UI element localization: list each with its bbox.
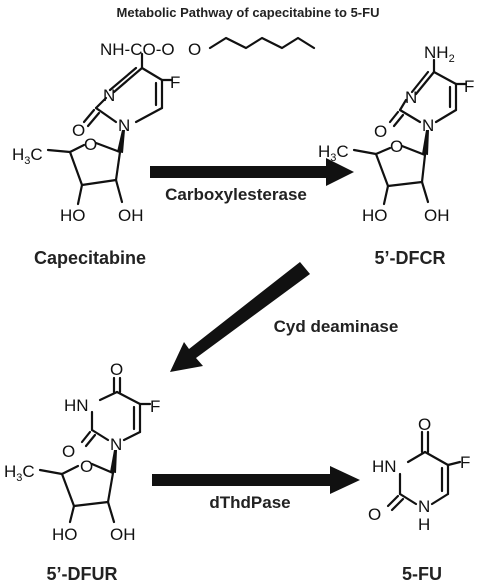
svg-text:OH: OH	[424, 206, 450, 225]
arrow-dthdpase	[152, 466, 360, 494]
carbamate-label: NH-CO-O	[100, 40, 175, 59]
diagram-title: Metabolic Pathway of capecitabine to 5-F…	[117, 5, 380, 20]
svg-text:O: O	[390, 137, 403, 156]
svg-text:N: N	[110, 435, 122, 454]
capecitabine-structure	[46, 36, 316, 206]
svg-text:H: H	[418, 515, 430, 534]
compound-dfur-label: 5’-DFUR	[47, 564, 118, 584]
svg-text:F: F	[460, 453, 470, 472]
svg-text:O: O	[110, 360, 123, 379]
svg-text:N: N	[103, 86, 115, 105]
svg-text:N: N	[118, 116, 130, 135]
arrow-carboxylesterase	[150, 158, 354, 186]
svg-text:N: N	[422, 116, 434, 135]
svg-text:H3C: H3C	[4, 462, 35, 484]
compound-fu-label: 5-FU	[402, 564, 442, 584]
fu-structure	[386, 430, 462, 512]
svg-text:O: O	[84, 135, 97, 154]
svg-text:F: F	[170, 73, 180, 92]
svg-text:H3C: H3C	[12, 145, 43, 167]
svg-text:OH: OH	[110, 525, 136, 544]
svg-text:O: O	[188, 40, 201, 59]
svg-text:NH2: NH2	[424, 43, 455, 65]
svg-text:N: N	[418, 497, 430, 516]
svg-text:O: O	[62, 442, 75, 461]
svg-text:HO: HO	[362, 206, 388, 225]
dfur-structure	[38, 376, 152, 524]
svg-text:HN: HN	[64, 396, 89, 415]
dfcr-structure	[352, 58, 468, 206]
svg-text:N: N	[405, 88, 417, 107]
enzyme-dthdpase-label: dThdPase	[209, 493, 290, 512]
svg-text:O: O	[72, 121, 85, 140]
svg-text:O: O	[374, 122, 387, 141]
svg-text:O: O	[418, 415, 431, 434]
compound-dfcr-label: 5’-DFCR	[375, 248, 446, 268]
svg-text:HN: HN	[372, 457, 397, 476]
svg-text:H3C: H3C	[318, 142, 349, 164]
arrow-cyd-deaminase	[170, 262, 310, 372]
svg-text:HO: HO	[60, 206, 86, 225]
svg-text:O: O	[368, 505, 381, 524]
svg-text:O: O	[80, 457, 93, 476]
svg-text:F: F	[150, 397, 160, 416]
svg-text:F: F	[464, 77, 474, 96]
compound-capecitabine-label: Capecitabine	[34, 248, 146, 268]
svg-text:HO: HO	[52, 525, 78, 544]
enzyme-cyd-deaminase-label: Cyd deaminase	[274, 317, 399, 336]
enzyme-carboxylesterase-label: Carboxylesterase	[165, 185, 307, 204]
svg-text:OH: OH	[118, 206, 144, 225]
